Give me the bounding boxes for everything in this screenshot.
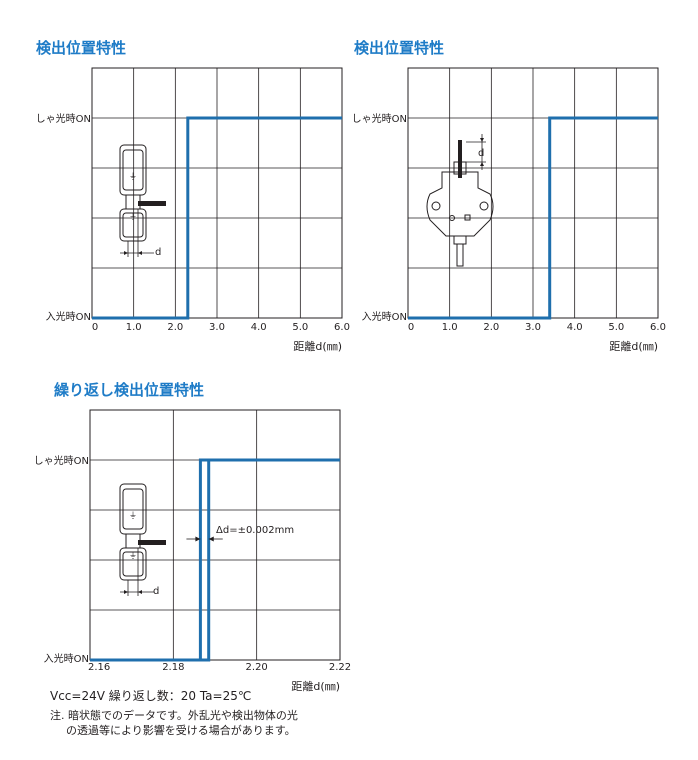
chart1-inset-label: d	[155, 247, 161, 258]
chart3-inset-label: d	[153, 586, 159, 597]
chart1-sensor-neck	[125, 194, 141, 210]
chart2-led-left	[449, 215, 455, 221]
chart3-sensor-upper-inner	[122, 488, 144, 530]
chart2-inset-label: d	[478, 148, 484, 159]
chart1: 0 1.0 2.0 3.0 4.0 5.0 6.0 しゃ光時ON 入光時ON 距離d(㎜) ⏚ ⏚ d	[36, 67, 350, 353]
chart3-sensor-lower-inner	[122, 551, 144, 577]
chart1-title: 検出位置特性	[36, 39, 127, 57]
chart1-xtick-label: 0	[92, 322, 98, 333]
chart1-xtick-label: 3.0	[209, 322, 225, 333]
chart1-dim-arrowheads-icon	[124, 251, 142, 255]
chart3-sensor-lower-body	[119, 547, 147, 581]
chart3-frame	[89, 409, 341, 661]
chart3-xtick-label: 2.20	[246, 662, 268, 673]
chart2-xlabel: 距離d(㎜)	[609, 339, 658, 353]
chart1-series-line-1	[92, 116, 342, 320]
footer-note-line2: の透過等により影響を受ける場合があります。	[66, 724, 296, 737]
chart3-ylabel-top: しゃ光時ON	[34, 454, 89, 467]
chart1-sensor-lower-body	[119, 208, 147, 242]
chart3-annot-arrowhead-left-icon	[195, 536, 201, 542]
chart3-sensor-mark2-icon: ⏚	[129, 551, 137, 560]
chart2-xtick-label: 4.0	[567, 322, 583, 333]
chart3-sensor-upper-body	[119, 483, 147, 535]
footer-note-line1: 注. 暗状態でのデータです。外乱光や検出物体の光	[50, 709, 298, 722]
chart2-title: 検出位置特性	[354, 39, 445, 57]
chart3-title: 繰り返し検出位置特性	[54, 381, 205, 399]
chart2-series-line-1	[408, 116, 658, 320]
chart2-xtick-label: 6.0	[650, 322, 666, 333]
chart1-xtick-label: 4.0	[251, 322, 267, 333]
chart2-xtick-label: 5.0	[608, 322, 624, 333]
chart3-xtick-label: 2.22	[329, 662, 351, 673]
chart2-mount-hole-right	[479, 201, 489, 211]
chart3-dim-arrowheads-icon	[124, 590, 142, 594]
chart1-xtick-label: 6.0	[334, 322, 350, 333]
footer-conditions: Vcc=24V 繰り返し数：20 Ta=25℃	[50, 689, 252, 703]
chart1-sensor-upper-body	[119, 144, 147, 196]
chart1-ylabel-top: しゃ光時ON	[36, 112, 91, 125]
chart1-sensor-mark2-icon: ⏚	[129, 212, 137, 221]
chart2-xtick-label: 2.0	[483, 322, 499, 333]
chart3-xlabel: 距離d(㎜)	[291, 679, 340, 693]
chart1-ylabel-bottom: 入光時ON	[46, 310, 91, 323]
chart3-xtick-label: 2.16	[88, 662, 110, 673]
chart3-annotation: Δd=±0.002mm	[216, 525, 294, 536]
chart3-shield-plate	[138, 540, 166, 545]
chart2-xtick-label: 1.0	[442, 322, 458, 333]
chart1-xtick-label: 1.0	[126, 322, 142, 333]
chart2-mount-hole-left	[431, 201, 441, 211]
chart1-sensor-lower-inner	[122, 212, 144, 238]
chart2-xtick-label: 0	[408, 322, 414, 333]
chart3-sensor-mark-icon: ⏚	[129, 511, 137, 520]
chart1-xtick-label: 2.0	[167, 322, 183, 333]
chart1-xtick-label: 5.0	[292, 322, 308, 333]
chart2-xtick-label: 3.0	[525, 322, 541, 333]
chart1-sensor-upper-inner	[122, 149, 144, 191]
chart2-sensor-body	[426, 171, 494, 237]
chart3-xtick-label: 2.18	[162, 662, 184, 673]
chart2-cable-neck	[453, 235, 467, 245]
chart2-ylabel-top: しゃ光時ON	[352, 112, 407, 125]
chart3: 2.16 2.18 2.20 2.22 しゃ光時ON 入光時ON 距離d(㎜) ⏚ ⏚ d Δd=±…	[34, 409, 351, 693]
chart3-ylabel-bottom: 入光時ON	[44, 652, 89, 665]
chart3-sensor-neck	[125, 533, 141, 549]
chart1-shield-plate	[138, 201, 166, 206]
chart2-cable	[456, 243, 464, 267]
chart1-xlabel: 距離d(㎜)	[293, 339, 342, 353]
chart3-annot-arrowhead-right-icon	[208, 536, 214, 542]
chart2: 0 1.0 2.0 3.0 4.0 5.0 6.0 しゃ光時ON 入光時ON 距離d(㎜) d	[352, 67, 666, 353]
chart1-sensor-mark-icon: ⏚	[129, 172, 137, 181]
chart2-ylabel-bottom: 入光時ON	[362, 310, 407, 323]
chart3-series-line-2	[90, 458, 340, 662]
chart2-shield-plate	[458, 140, 462, 178]
chart2-led-right	[464, 214, 471, 221]
